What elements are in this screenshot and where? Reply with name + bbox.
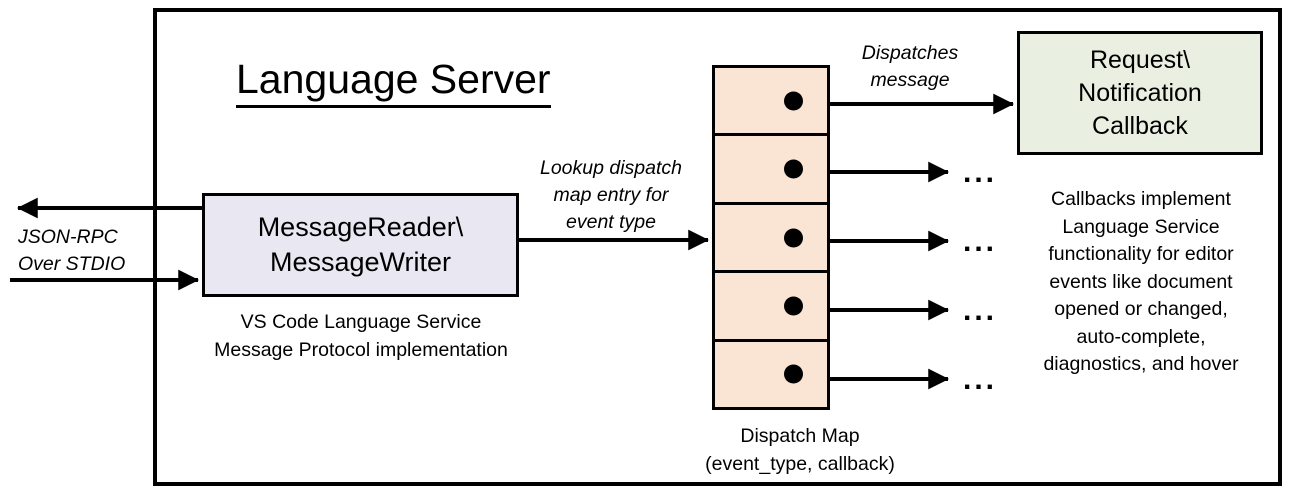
dispatch-map[interactable] — [712, 65, 830, 410]
ellipsis-dispatch-5: ... — [963, 363, 998, 396]
edge-label-dispatches-message: Dispatches message — [861, 42, 959, 91]
language-server-boundary — [153, 8, 1282, 486]
dispatch-entry-2[interactable] — [715, 136, 827, 205]
message-reader-writer-label: MessageReader\ MessageWriter — [257, 212, 464, 277]
message-reader-writer-box[interactable]: MessageReader\ MessageWriter — [202, 193, 519, 297]
dispatch-entry-4[interactable] — [715, 273, 827, 342]
dispatch-dot-icon — [784, 159, 803, 179]
dispatch-map-caption: Dispatch Map (event_type, callback) — [705, 425, 895, 475]
message-reader-writer-caption: VS Code Language Service Message Protoco… — [214, 311, 508, 361]
dispatch-dot-icon — [784, 228, 803, 248]
diagram-title: Language Server — [236, 54, 551, 108]
dispatch-entry-5[interactable] — [715, 341, 827, 408]
dispatch-dot-icon — [784, 91, 803, 111]
request-notification-callback-label: Request\ Notification Callback — [1078, 45, 1202, 140]
ellipsis-dispatch-3: ... — [963, 225, 998, 258]
edge-label-jsonrpc-over-stdio: JSON-RPC Over STDIO — [18, 226, 126, 275]
ellipsis-dispatch-2: ... — [963, 156, 998, 189]
dispatch-dot-icon — [784, 364, 803, 384]
dispatch-dot-icon — [784, 296, 803, 316]
ellipsis-dispatch-4: ... — [963, 294, 998, 327]
request-notification-callback-box[interactable]: Request\ Notification Callback — [1017, 31, 1263, 155]
edge-label-lookup-dispatch: Lookup dispatch map entry for event type — [539, 157, 683, 233]
dispatch-entry-3[interactable] — [715, 204, 827, 274]
callback-caption: Callbacks implement Language Service fun… — [1043, 188, 1239, 375]
dispatch-entry-1[interactable] — [715, 68, 827, 137]
